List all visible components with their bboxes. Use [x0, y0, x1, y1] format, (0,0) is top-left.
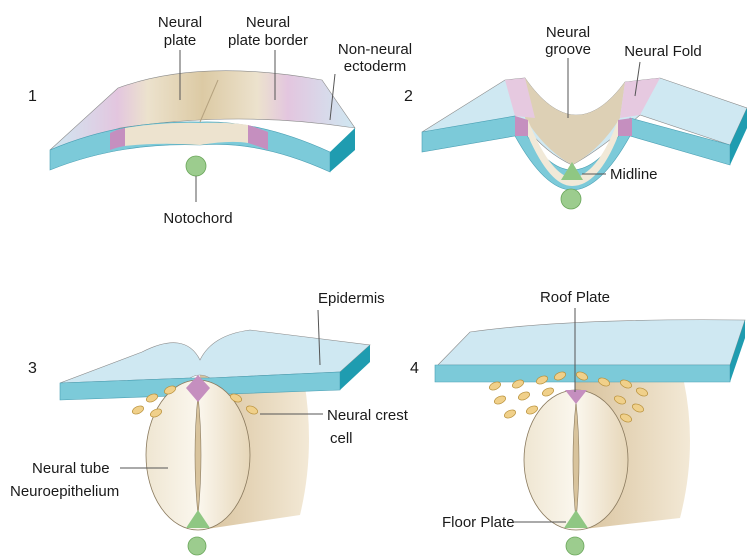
label-neural-plate-line2: plate [164, 32, 197, 49]
ectoderm-side-face [330, 128, 355, 172]
label-epidermis: Epidermis [318, 290, 385, 307]
panel-1: 1 Notochord Neural plate Neural plate bo… [28, 14, 412, 227]
label-neural-groove-line1: Neural [546, 24, 590, 41]
label-neural-groove-line2: groove [545, 41, 591, 58]
groove-border-right [618, 118, 632, 136]
label-floor-plate: Floor Plate [442, 514, 515, 531]
notochord-4 [566, 537, 584, 555]
panel-number-1: 1 [28, 88, 37, 105]
label-roof-plate: Roof Plate [540, 289, 610, 306]
panel-number-3: 3 [28, 360, 37, 377]
notochord-2 [561, 189, 581, 209]
label-neural-crest-line1: Neural crest [327, 407, 409, 424]
notochord-3 [188, 537, 206, 555]
label-notochord: Notochord [163, 210, 232, 227]
label-neuroepithelium: Neuroepithelium [10, 483, 119, 500]
label-neural-fold: Neural Fold [624, 43, 702, 60]
label-neural-crest-line2: cell [330, 430, 353, 447]
panel-number-2: 2 [404, 88, 413, 105]
label-neural-plate-border-line1: Neural [246, 14, 290, 31]
panel-2: 2 Neural groove Neural Fold Midline [404, 24, 747, 209]
label-nonneural-line2: ectoderm [344, 58, 407, 75]
label-midline: Midline [610, 166, 658, 183]
panel-4: 4 [410, 289, 745, 555]
label-neural-plate-border-line2: plate border [228, 32, 308, 49]
label-neural-plate-line1: Neural [158, 14, 202, 31]
label-neural-tube: Neural tube [32, 460, 110, 477]
notochord-1 [186, 156, 206, 176]
panel-3: 3 Epidermis Neural crest cell [10, 290, 409, 555]
label-nonneural-line1: Non-neural [338, 41, 412, 58]
epidermis-top-4 [435, 320, 745, 368]
panel-number-4: 4 [410, 360, 419, 377]
